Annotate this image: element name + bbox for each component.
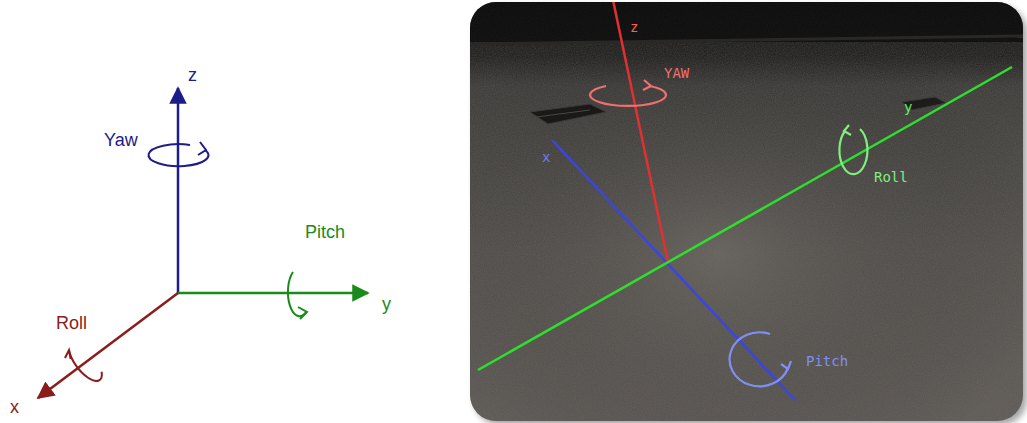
yaw-rotation xyxy=(590,86,666,106)
roll-rotation xyxy=(66,342,105,386)
rotation-label: Pitch xyxy=(305,223,345,241)
pitch-rotation xyxy=(730,332,788,386)
axis-label: x xyxy=(542,150,550,164)
z-axis xyxy=(177,88,180,293)
rotation-arrowhead xyxy=(844,125,851,135)
x-axis xyxy=(552,140,795,400)
rotation-label: YAW xyxy=(664,66,689,80)
axis-label: z xyxy=(630,19,638,35)
rotation-label: Pitch xyxy=(806,354,848,368)
axis-label: y xyxy=(904,100,912,114)
x-axis xyxy=(38,293,178,398)
rotation-label: Pitch xyxy=(305,222,345,242)
roll-rotation xyxy=(839,129,867,174)
rotation-arrowhead xyxy=(63,350,74,361)
rotation-arrowhead xyxy=(198,142,206,155)
axis-label: z xyxy=(630,20,638,34)
scene-screenshot xyxy=(470,2,1023,421)
rotation-label: Roll xyxy=(874,170,908,184)
y-axis xyxy=(178,292,368,295)
axis-label: y xyxy=(382,295,391,313)
rotation-arrowhead xyxy=(781,361,791,369)
axis-label: x xyxy=(10,398,19,416)
axis-label: y xyxy=(904,99,912,115)
rotation-label: Roll xyxy=(874,169,908,185)
axis-label: z xyxy=(188,66,197,84)
rotation-label: Yaw xyxy=(104,131,138,149)
rotation-label: YAW xyxy=(664,65,689,81)
rotation-label: Pitch xyxy=(806,353,848,369)
rotation-label: Yaw xyxy=(104,130,138,150)
rotation-label: Roll xyxy=(56,314,87,332)
y-axis xyxy=(478,67,1012,370)
rotation-arrowhead xyxy=(298,307,307,319)
rotation-label: Roll xyxy=(56,313,87,333)
axis-label: y xyxy=(382,294,391,314)
axis-label: x xyxy=(542,149,550,165)
axis-label: z xyxy=(188,65,197,85)
axis-label: x xyxy=(10,397,19,417)
rotation-arrowhead xyxy=(643,80,651,90)
z-axis xyxy=(613,2,668,262)
schematic-axes xyxy=(38,88,368,398)
